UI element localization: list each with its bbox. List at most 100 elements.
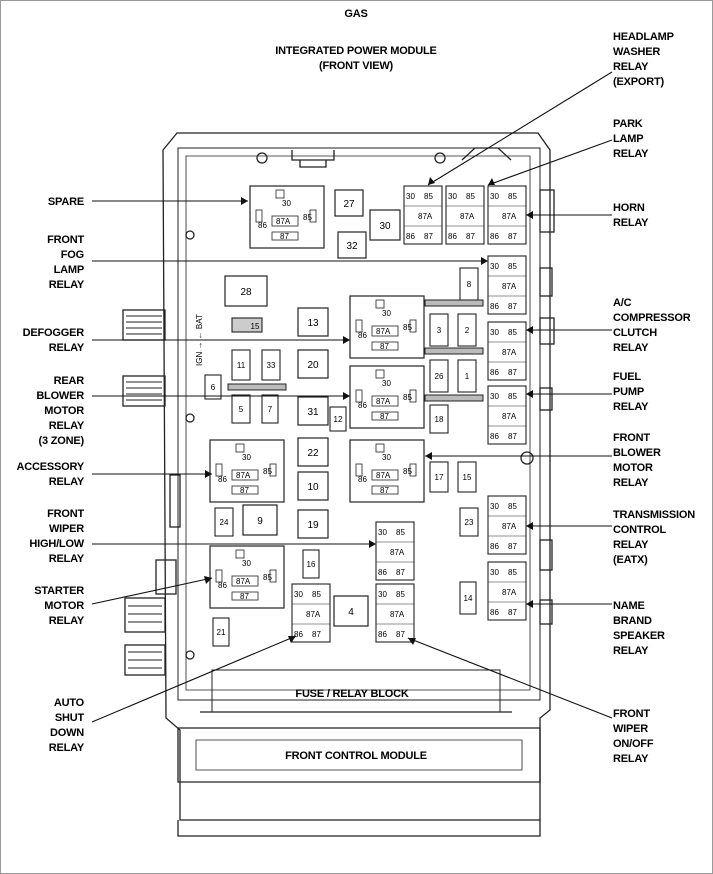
pin-86-label: 86 bbox=[358, 401, 367, 410]
fuse-31: 31 bbox=[307, 407, 319, 418]
pin-87-label: 87 bbox=[240, 592, 249, 601]
pin-30-label: 30 bbox=[490, 502, 499, 511]
fuse-26: 26 bbox=[435, 372, 444, 381]
fuse-8: 8 bbox=[467, 280, 472, 289]
pin-87a-label: 87A bbox=[502, 522, 517, 531]
fuse-23: 23 bbox=[465, 518, 474, 527]
pin-30-label: 30 bbox=[490, 568, 499, 577]
diagram-subtitle-line-2: (FRONT VIEW) bbox=[319, 60, 394, 72]
pin-86-label: 86 bbox=[448, 232, 457, 241]
pin-87a-label: 87A bbox=[236, 577, 251, 586]
pin-30-label: 30 bbox=[382, 309, 391, 318]
pin-87a-label: 87A bbox=[306, 610, 321, 619]
fuse-2: 2 bbox=[465, 326, 470, 335]
pin-86-label: 86 bbox=[406, 232, 415, 241]
fuse-18: 18 bbox=[435, 415, 444, 424]
pin-87a-label: 87A bbox=[502, 212, 517, 221]
pin-30-label: 30 bbox=[490, 328, 499, 337]
fuse-21: 21 bbox=[217, 628, 226, 637]
fuse-24: 24 bbox=[220, 518, 229, 527]
pin-85-label: 85 bbox=[403, 393, 412, 402]
fuse-4: 4 bbox=[348, 607, 354, 618]
pin-30-label: 30 bbox=[406, 192, 415, 201]
pin-87-label: 87 bbox=[508, 608, 517, 617]
pin-85-label: 85 bbox=[424, 192, 433, 201]
pin-87-label: 87 bbox=[508, 432, 517, 441]
pin-85-label: 85 bbox=[263, 573, 272, 582]
fuse-28: 28 bbox=[240, 287, 252, 298]
fuse-5: 5 bbox=[239, 405, 244, 414]
pin-85-label: 85 bbox=[508, 502, 517, 511]
pin-85-label: 85 bbox=[312, 590, 321, 599]
pin-85-label: 85 bbox=[303, 213, 312, 222]
fuse-15: 15 bbox=[251, 322, 260, 331]
pin-87a-label: 87A bbox=[390, 610, 405, 619]
small-fuses bbox=[204, 267, 479, 647]
pin-87a-label: 87A bbox=[376, 327, 391, 336]
pin-87-label: 87 bbox=[396, 568, 405, 577]
fuse-relay-block-label: FUSE / RELAY BLOCK bbox=[295, 688, 408, 700]
pin-86-label: 86 bbox=[490, 302, 499, 311]
pin-86-label: 86 bbox=[490, 542, 499, 551]
pin-86-label: 86 bbox=[378, 568, 387, 577]
connector-ribs bbox=[126, 315, 162, 669]
pin-87-label: 87 bbox=[240, 486, 249, 495]
pin-30-label: 30 bbox=[490, 392, 499, 401]
pin-87a-label: 87A bbox=[502, 588, 517, 597]
fuse-1: 1 bbox=[465, 372, 470, 381]
fuse-12: 12 bbox=[334, 415, 343, 424]
pin-30-label: 30 bbox=[378, 528, 387, 537]
pin-85-label: 85 bbox=[508, 192, 517, 201]
pin-30-label: 30 bbox=[294, 590, 303, 599]
arrowheads bbox=[204, 177, 533, 645]
pin-87-label: 87 bbox=[466, 232, 475, 241]
pin-87-label: 87 bbox=[424, 232, 433, 241]
pin-87a-label: 87A bbox=[236, 471, 251, 480]
pin-87a-label: 87A bbox=[376, 397, 391, 406]
divider-bars bbox=[227, 299, 484, 402]
fuse-14: 14 bbox=[464, 594, 473, 603]
fuse-10: 10 bbox=[307, 482, 319, 493]
pin-30-label: 30 bbox=[282, 199, 291, 208]
pin-30-label: 30 bbox=[378, 590, 387, 599]
fuse-33: 33 bbox=[267, 361, 276, 370]
fuse-17: 17 bbox=[435, 473, 444, 482]
pin-30-label: 30 bbox=[490, 262, 499, 271]
fuse-15b: 15 bbox=[463, 473, 472, 482]
fuse-6: 6 bbox=[211, 383, 216, 392]
fuse-13: 13 bbox=[307, 318, 319, 329]
pin-86-label: 86 bbox=[490, 368, 499, 377]
pin-85-label: 85 bbox=[396, 590, 405, 599]
diagram-subtitle-line-1: INTEGRATED POWER MODULE bbox=[275, 45, 436, 57]
pin-30-label: 30 bbox=[382, 453, 391, 462]
pin-30-label: 30 bbox=[242, 559, 251, 568]
pin-87a-label: 87A bbox=[502, 412, 517, 421]
diagram-title: GAS bbox=[344, 8, 367, 20]
front-control-module-label: FRONT CONTROL MODULE bbox=[285, 750, 427, 762]
pin-30-label: 30 bbox=[490, 192, 499, 201]
pin-86-label: 86 bbox=[358, 331, 367, 340]
pin-87a-label: 87A bbox=[460, 212, 475, 221]
pin-30-label: 30 bbox=[242, 453, 251, 462]
